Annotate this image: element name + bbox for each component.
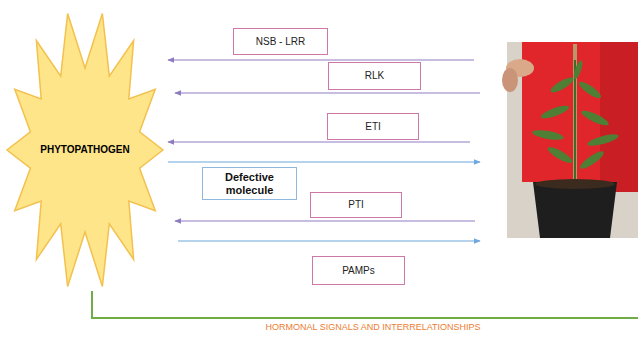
node-text: PTI bbox=[348, 199, 364, 211]
caption-label: HORMONAL SIGNALS AND INTERRELATIONSHIPS bbox=[108, 323, 638, 333]
pattern-box: PAMPs bbox=[312, 256, 405, 285]
signal-arrow bbox=[168, 59, 474, 60]
node-text: ETI bbox=[365, 121, 381, 133]
signal-arrow bbox=[178, 240, 480, 241]
node-text: Defective molecule bbox=[207, 171, 292, 195]
node-text: PHYTOPATHOGEN bbox=[40, 144, 129, 156]
bracket bbox=[92, 291, 638, 318]
node-text: PAMPs bbox=[342, 265, 375, 277]
receptor-box: RLK bbox=[328, 62, 421, 90]
molecule-box: Defective molecule bbox=[202, 167, 297, 200]
plant-photo bbox=[502, 42, 638, 238]
node-text: NSB - LRR bbox=[256, 36, 305, 48]
signal-arrow bbox=[175, 220, 475, 221]
signal-arrows bbox=[168, 60, 480, 241]
receptor-box: NSB - LRR bbox=[233, 28, 328, 55]
signal-arrow bbox=[168, 141, 470, 142]
immunity-box: PTI bbox=[310, 192, 402, 218]
starburst-outline bbox=[7, 14, 163, 287]
node-text: RLK bbox=[365, 70, 384, 82]
immunity-box: ETI bbox=[327, 113, 419, 140]
pathogen-starburst: PHYTOPATHOGEN bbox=[5, 8, 165, 292]
signal-arrow bbox=[175, 92, 480, 93]
signal-arrow bbox=[168, 161, 480, 162]
